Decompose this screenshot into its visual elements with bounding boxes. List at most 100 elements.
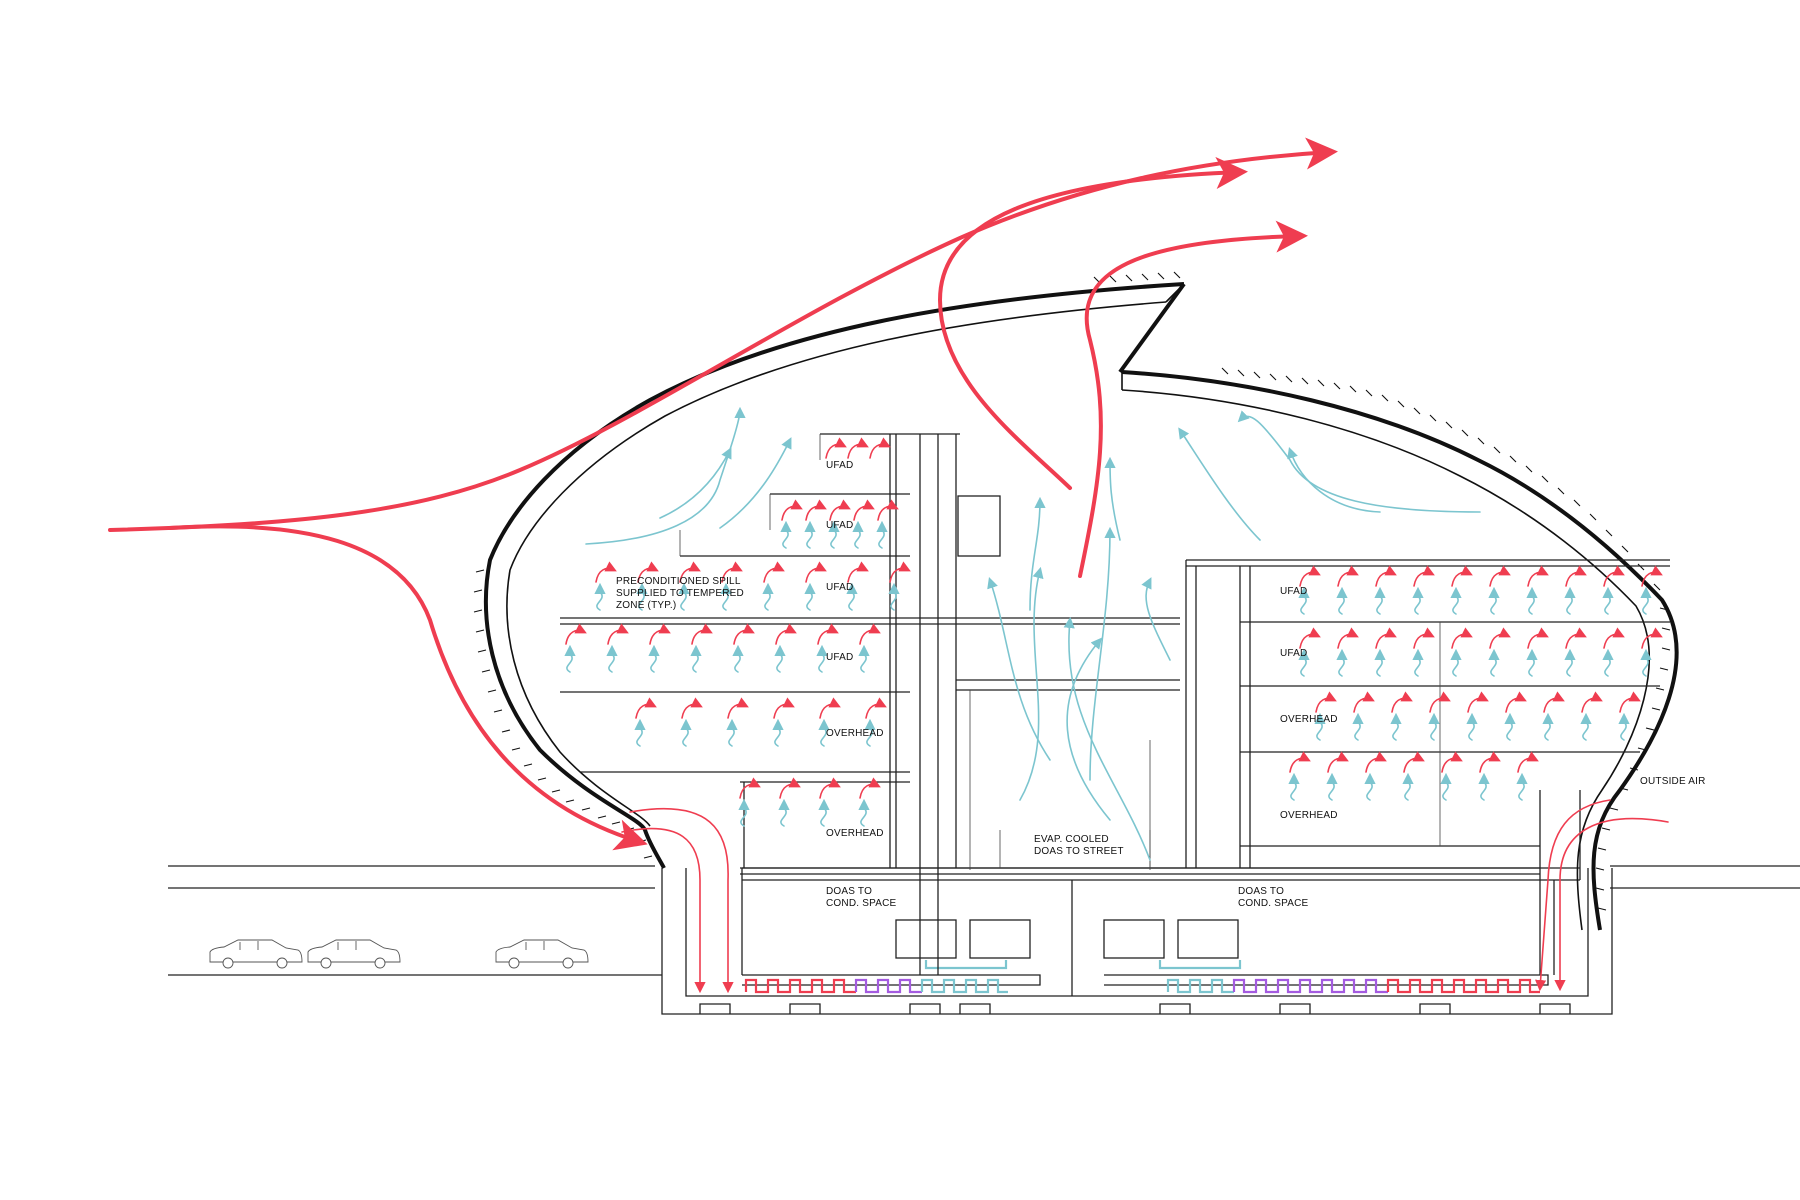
cool-vent-arrow — [1352, 712, 1364, 741]
ufad-label: UFAD — [826, 460, 853, 471]
cool-vent-arrow — [804, 520, 816, 549]
cool-vent-arrow — [1542, 712, 1554, 741]
cool-vent-arrow — [1450, 586, 1462, 615]
cool-vent-arrow — [1326, 772, 1338, 801]
vent-arrows — [564, 437, 1663, 827]
cool-vent-arrow — [864, 718, 876, 747]
warm-vent-arrow — [1619, 691, 1641, 713]
cool-vent-arrow — [1466, 712, 1478, 741]
cool-vent-arrow — [1298, 586, 1310, 615]
warm-vent-arrow — [679, 561, 701, 583]
cool-vent-arrow — [1314, 712, 1326, 741]
warm-vent-arrow — [635, 697, 657, 719]
wind-flow-arrows — [108, 137, 1338, 851]
cool-vent-arrow — [1526, 648, 1538, 677]
labels: UFAD UFAD UFAD UFAD OVERHEAD OVERHEAD UF… — [616, 460, 1705, 909]
cool-vent-arrow — [1374, 586, 1386, 615]
warm-vent-arrow — [877, 499, 899, 521]
structure — [560, 433, 1670, 975]
warm-vent-arrow — [819, 777, 841, 799]
cool-vent-arrow — [678, 582, 690, 611]
warm-vent-arrow — [1479, 751, 1501, 773]
warm-vent-arrow — [1413, 565, 1435, 587]
cool-vent-arrow — [888, 582, 900, 611]
doas-label: COND. SPACE — [826, 898, 896, 909]
warm-vent-arrow — [1375, 627, 1397, 649]
car-icon — [307, 939, 401, 969]
warm-vent-arrow — [1429, 691, 1451, 713]
warm-vent-arrow — [595, 561, 617, 583]
cool-vent-arrow — [1504, 712, 1516, 741]
warm-vent-arrow — [819, 697, 841, 719]
warm-vent-arrow — [1413, 627, 1435, 649]
warm-vent-arrow — [733, 623, 755, 645]
warm-vent-arrow — [607, 623, 629, 645]
preconditioned-label: SUPPLIED TO TEMPERED — [616, 588, 744, 599]
cool-vent-arrow — [1374, 648, 1386, 677]
evap-cooled-label: DOAS TO STREET — [1034, 846, 1124, 857]
warm-vent-arrow — [869, 437, 891, 459]
cool-vent-arrow — [1390, 712, 1402, 741]
ufad-label: UFAD — [1280, 586, 1307, 597]
warm-vent-arrow — [1337, 627, 1359, 649]
warm-vent-arrow — [739, 777, 761, 799]
warm-vent-arrow — [847, 437, 869, 459]
warm-vent-arrow — [1365, 751, 1387, 773]
ufad-label: UFAD — [826, 582, 853, 593]
warm-vent-arrow — [1451, 627, 1473, 649]
cool-vent-arrow — [780, 520, 792, 549]
cool-vent-arrow — [1488, 586, 1500, 615]
warm-vent-arrow — [817, 623, 839, 645]
overhead-label: OVERHEAD — [826, 728, 884, 739]
warm-vent-arrow — [1489, 627, 1511, 649]
upper-volume-flow — [585, 406, 1481, 545]
cool-vent-arrow — [1428, 712, 1440, 741]
warm-vent-arrow — [649, 623, 671, 645]
warm-vent-arrow — [1467, 691, 1489, 713]
cool-vent-arrow — [634, 718, 646, 747]
cool-vent-arrow — [1478, 772, 1490, 801]
cool-vent-arrow — [1336, 648, 1348, 677]
warm-vent-arrow — [727, 697, 749, 719]
cool-vent-arrow — [1602, 648, 1614, 677]
warm-vent-arrow — [1581, 691, 1603, 713]
cool-vent-arrow — [594, 582, 606, 611]
warm-vent-arrow — [565, 623, 587, 645]
warm-vent-arrow — [637, 561, 659, 583]
cool-vent-arrow — [1364, 772, 1376, 801]
building-shell — [473, 271, 1679, 931]
cool-vent-arrow — [606, 644, 618, 673]
cool-vent-arrow — [690, 644, 702, 673]
cool-vent-arrow — [828, 520, 840, 549]
warm-vent-arrow — [1299, 565, 1321, 587]
ufad-label: UFAD — [826, 652, 853, 663]
warm-vent-arrow — [1451, 565, 1473, 587]
cool-vent-arrow — [774, 644, 786, 673]
cool-vent-arrow — [1488, 648, 1500, 677]
car-icon — [209, 939, 303, 969]
warm-vent-arrow — [691, 623, 713, 645]
cool-vent-arrow — [648, 644, 660, 673]
evap-cooled-label: EVAP. COOLED — [1034, 834, 1109, 845]
cool-vent-arrow — [738, 798, 750, 827]
cool-vent-arrow — [846, 582, 858, 611]
cool-vent-arrow — [876, 520, 888, 549]
warm-vent-arrow — [1565, 627, 1587, 649]
radiant-slab — [744, 960, 1540, 994]
warm-vent-arrow — [1565, 565, 1587, 587]
cool-vent-arrow — [720, 582, 732, 611]
warm-vent-arrow — [865, 697, 887, 719]
warm-vent-arrow — [1527, 627, 1549, 649]
cool-vent-arrow — [732, 644, 744, 673]
warm-vent-arrow — [1603, 627, 1625, 649]
ufad-label: UFAD — [1280, 648, 1307, 659]
warm-vent-arrow — [1375, 565, 1397, 587]
warm-vent-arrow — [1299, 627, 1321, 649]
warm-vent-arrow — [1489, 565, 1511, 587]
cool-vent-arrow — [1564, 648, 1576, 677]
cool-vent-arrow — [852, 520, 864, 549]
cool-vent-arrow — [1412, 648, 1424, 677]
plenum-supply-arrows — [621, 799, 1669, 994]
warm-vent-arrow — [773, 697, 795, 719]
cool-vent-arrow — [816, 644, 828, 673]
